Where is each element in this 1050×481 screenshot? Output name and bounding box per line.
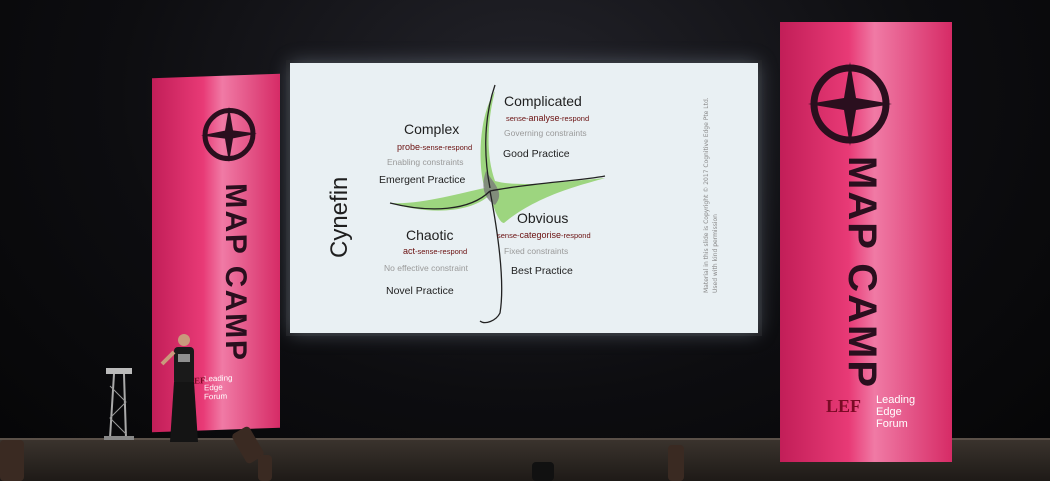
logo-line: Forum: [876, 418, 908, 430]
cynefin-diagram: [389, 84, 606, 324]
compass-logo-icon: [808, 62, 892, 146]
complicated-approach: sense-analyse-respond: [506, 113, 590, 123]
audience-hand: [258, 455, 272, 481]
lectern: [104, 368, 134, 440]
obvious-practice: Best Practice: [511, 265, 573, 277]
boundary-complex-complicated: [485, 84, 496, 189]
chaotic-constraint: No effective constraint: [384, 263, 468, 273]
cynefin-centre-shape: [390, 91, 605, 223]
banner-left: MAP CAMP LEF Leading Edge Forum: [152, 73, 280, 433]
audience-hand: [0, 440, 24, 481]
audience-hand: [532, 462, 554, 481]
complex-constraint: Enabling constraints: [387, 157, 464, 167]
boundary-chaotic-obvious: [479, 190, 503, 324]
obvious-title: Obvious: [517, 210, 569, 226]
banner-right: MAP CAMP LEF Leading Edge Forum: [780, 22, 952, 462]
projection-screen: Cynefin Complex probe-sense-respond Enab…: [290, 63, 758, 333]
chaotic-title: Chaotic: [406, 227, 454, 243]
chaotic-practice: Novel Practice: [386, 285, 454, 297]
audience-hand: [668, 445, 684, 481]
obvious-approach: sense-categorise-respond: [497, 230, 591, 240]
logo-line: Forum: [204, 391, 228, 402]
lef-logo-icon: LEF: [826, 396, 862, 416]
compass-logo-icon: [201, 106, 257, 163]
complex-approach: probe-sense-respond: [397, 142, 473, 152]
complex-title: Complex: [404, 121, 460, 137]
speaker: [160, 334, 198, 442]
slide-title: Cynefin: [326, 176, 353, 258]
banner-right-logo: LEF Leading Edge Forum: [826, 394, 915, 430]
chaotic-approach: act-sense-respond: [403, 246, 468, 256]
complicated-constraint: Governing constraints: [504, 128, 587, 138]
complicated-practice: Good Practice: [503, 148, 570, 160]
obvious-constraint: Fixed constraints: [504, 246, 569, 256]
logo-line: Leading: [876, 394, 916, 406]
complicated-title: Complicated: [504, 93, 582, 109]
boundary-complicated-obvious: [489, 175, 606, 192]
cynefin-centre-dark: [483, 171, 500, 205]
banner-left-title: MAP CAMP: [219, 182, 252, 363]
complex-practice: Emergent Practice: [379, 174, 466, 186]
logo-line: Edge: [876, 406, 902, 418]
copyright-notice: Material in this slide is Copyright © 20…: [703, 97, 719, 293]
boundary-complex-chaotic: [389, 190, 491, 210]
banner-right-title: MAP CAMP: [840, 156, 884, 390]
